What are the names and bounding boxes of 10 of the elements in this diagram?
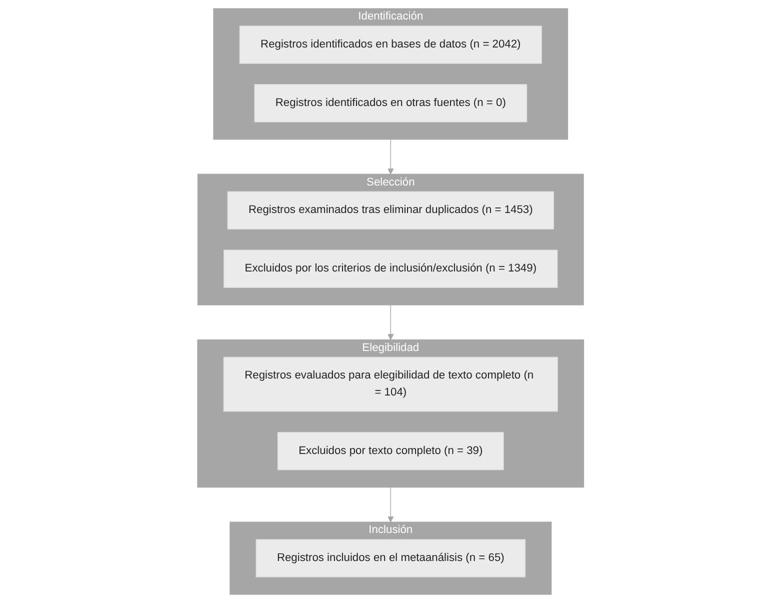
node-box: Excluidos por texto completo (n = 39) [277,432,504,470]
arrow [387,304,394,340]
arrow [387,486,394,522]
node-box: Registros incluidos en el metaanálisis (n = 65) [256,539,526,578]
node-box: Registros identificados en bases de datos (n = 2042) [239,26,542,64]
node-box: Excluidos por los criterios de inclusión/exclusión (n = 1349) [223,250,558,288]
node-box: Registros examinados tras eliminar duplicados (n = 1453) [227,191,554,230]
node-box: Registros identificados en otras fuentes (n = 0) [254,84,527,122]
node-box: Registros evaluados para elegibilidad de texto completo (n = 104) [223,356,558,412]
arrow [387,139,394,174]
